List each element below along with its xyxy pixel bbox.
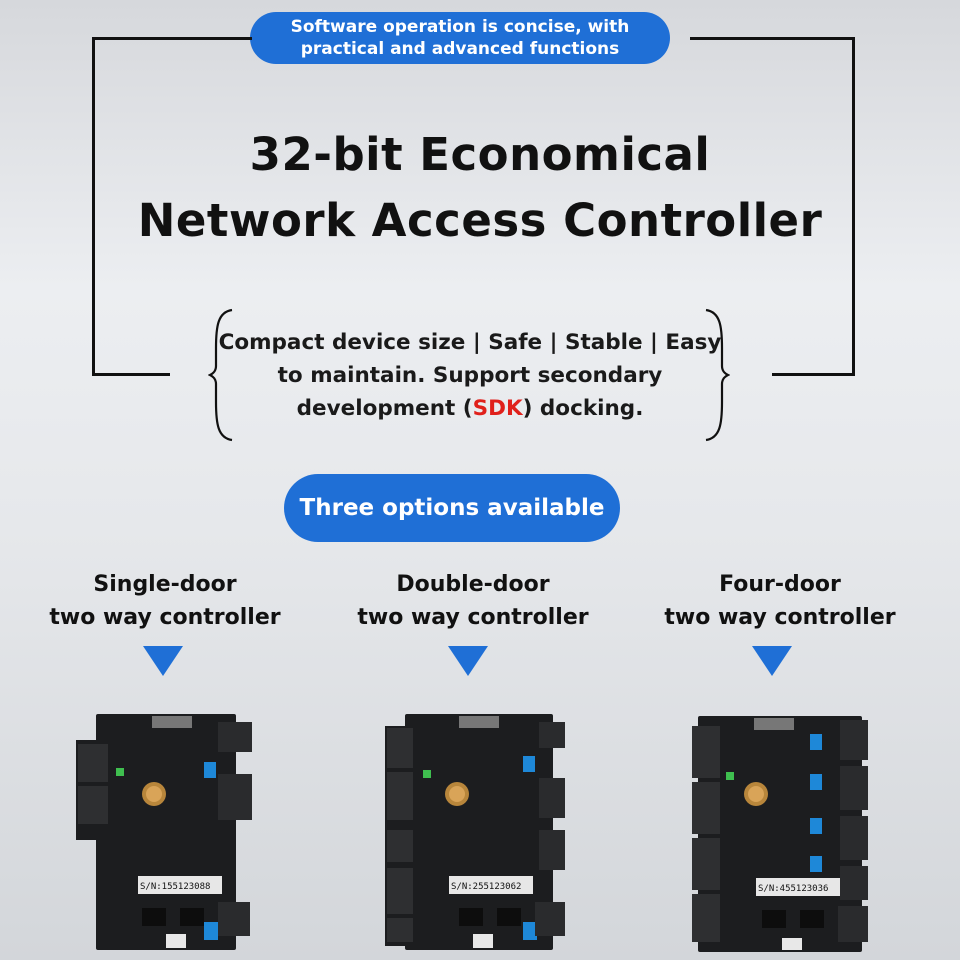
- option-double-line1: Double-door: [396, 572, 550, 597]
- double-door-controller-board: S/N:255123062: [385, 714, 565, 950]
- option-double-line2: two way controller: [357, 605, 589, 630]
- feature-line1: Compact device size | Safe | Stable | Ea…: [218, 330, 722, 355]
- feature-line3: development (SDK) docking.: [215, 392, 725, 425]
- option-four-door-label: Four-door two way controller: [630, 568, 930, 634]
- option-double-door-label: Double-door two way controller: [323, 568, 623, 634]
- four-door-controller-board: S/N:455123036: [692, 716, 868, 952]
- left-brace-icon: [208, 308, 233, 442]
- feature-line2: to maintain. Support secondary: [277, 363, 663, 388]
- option-single-door-label: Single-door two way controller: [15, 568, 315, 634]
- down-arrow-icon: [143, 646, 183, 676]
- serial-label: S/N:155123088: [140, 882, 210, 892]
- top-banner-line2: practical and advanced functions: [300, 39, 620, 59]
- serial-label: S/N:255123062: [451, 882, 521, 892]
- frame-left: [92, 37, 95, 376]
- serial-label: S/N:455123036: [758, 884, 828, 894]
- feature-line3-before: development (: [296, 396, 473, 421]
- option-four-line1: Four-door: [719, 572, 841, 597]
- down-arrow-icon: [448, 646, 488, 676]
- feature-description: Compact device size | Safe | Stable | Ea…: [215, 326, 725, 425]
- feature-line3-after: ) docking.: [522, 396, 644, 421]
- page-title-line2: Network Access Controller: [137, 194, 823, 247]
- frame-bottom-right: [772, 373, 855, 376]
- right-brace-icon: [705, 308, 730, 442]
- down-arrow-icon: [752, 646, 792, 676]
- sdk-highlight: SDK: [472, 396, 523, 421]
- page-title-line1: 32-bit Economical: [249, 128, 711, 181]
- top-banner: Software operation is concise, with prac…: [250, 12, 670, 64]
- top-banner-line1: Software operation is concise, with: [290, 17, 630, 37]
- option-single-line1: Single-door: [93, 572, 237, 597]
- frame-top-left: [92, 37, 252, 40]
- options-banner: Three options available: [284, 474, 620, 542]
- option-four-line2: two way controller: [664, 605, 896, 630]
- frame-top-right: [690, 37, 855, 40]
- frame-bottom-left: [92, 373, 170, 376]
- frame-right: [852, 37, 855, 376]
- option-single-line2: two way controller: [49, 605, 281, 630]
- single-door-controller-board: S/N:155123088: [76, 714, 252, 950]
